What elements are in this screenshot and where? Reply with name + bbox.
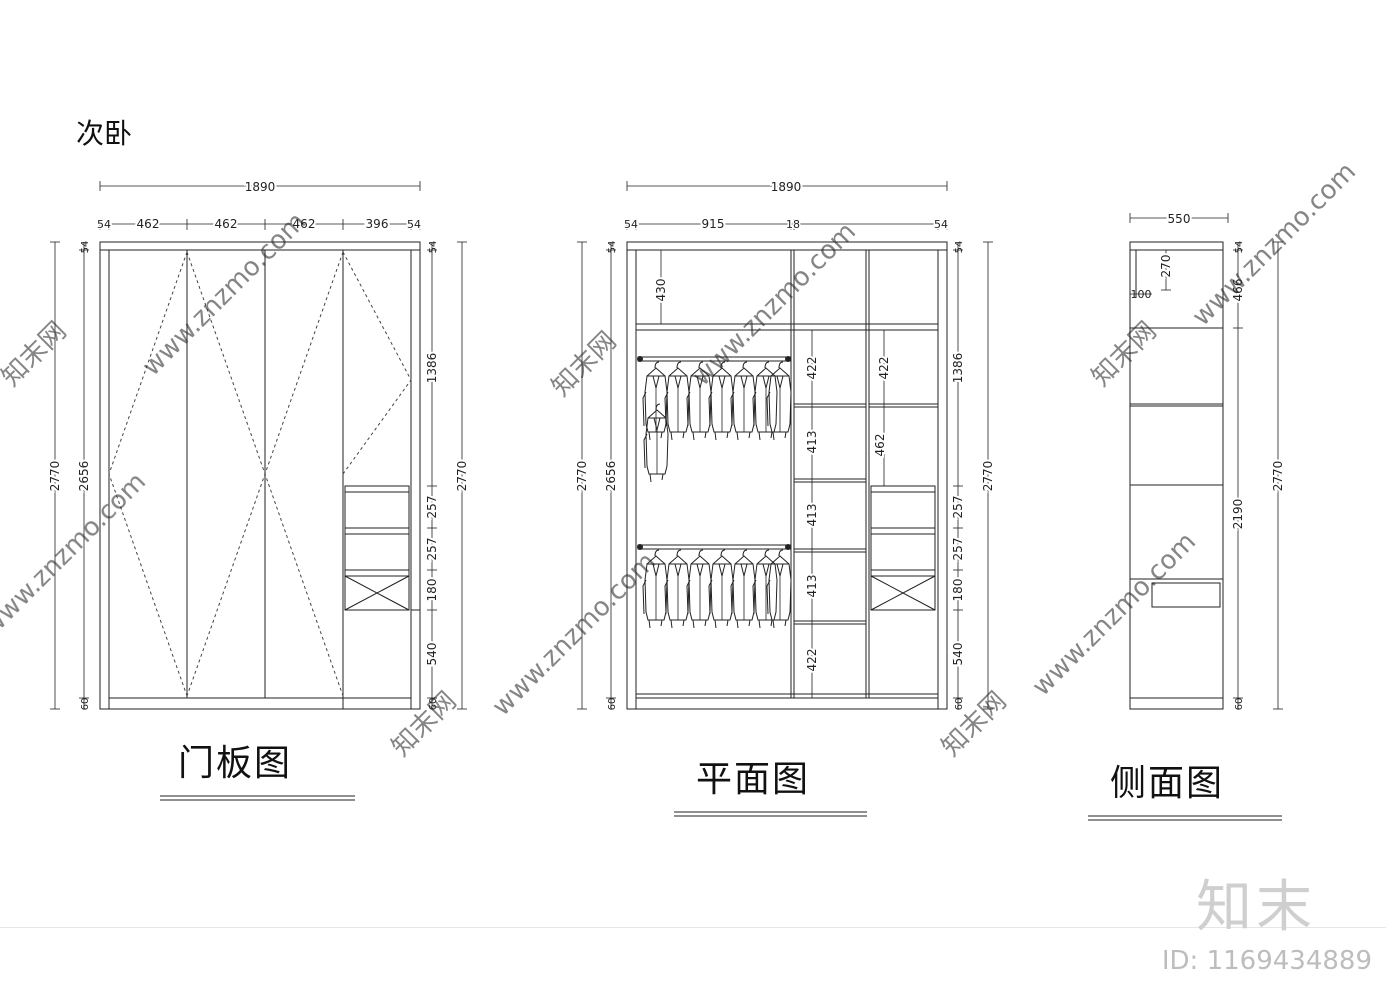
door-overall-width: 1890	[245, 180, 276, 194]
plan-left-bottom: 60	[607, 698, 618, 711]
watermark-cn-1: 知末网	[0, 316, 73, 392]
watermark-cn-5: 知末网	[936, 686, 1012, 762]
plan-seg-54-left: 54	[624, 218, 638, 231]
door-right-180: 180	[425, 579, 439, 602]
room-title: 次卧	[76, 117, 133, 150]
side-right-bottom: 60	[1234, 698, 1245, 711]
door-right-1386: 1386	[425, 353, 439, 384]
plan-overall-height-left: 2770	[575, 461, 589, 492]
plan-dimension-lines	[577, 181, 993, 710]
plan-top-430: 430	[654, 279, 668, 302]
brand-logo: 知末	[1196, 875, 1316, 940]
door-left-top: 54	[80, 241, 91, 254]
door-panel-view: 1890 54 462 462 462 396 54 2770 2656 54 …	[46, 178, 471, 801]
door-overall-height-right: 2770	[455, 461, 469, 492]
watermark-site-3: www.znzmo.com	[687, 217, 862, 392]
door-right-bottom: 60	[428, 698, 439, 711]
watermark-site-6: www.znzmo.com	[1027, 527, 1202, 702]
plan-right-180: 180	[951, 579, 965, 602]
plan-right-422: 422	[877, 357, 891, 380]
side-title: 侧面图	[1110, 763, 1225, 804]
watermark-site-2: www.znzmo.com	[0, 467, 152, 642]
plan-inner-height: 2656	[604, 461, 618, 492]
watermark-site-5: www.znzmo.com	[1187, 157, 1362, 332]
footer-divider	[0, 927, 1386, 928]
side-depth: 550	[1168, 212, 1191, 226]
watermark-site-1: www.znzmo.com	[137, 207, 312, 382]
plan-right-top: 54	[954, 241, 965, 254]
door-right-540: 540	[425, 643, 439, 666]
side-frame	[1129, 241, 1224, 710]
door-dimension-labels: 1890 54 462 462 462 396 54 2770 2656 54 …	[46, 178, 471, 711]
side-dimension-labels: 550 270 100 54 466 2190 60 2770	[1131, 210, 1288, 711]
door-seg-2: 462	[215, 217, 238, 231]
hanging-rail-lower	[637, 544, 792, 629]
door-swing-dashes	[108, 251, 412, 697]
watermark-cn-4: 知末网	[1086, 316, 1162, 392]
image-id: ID: 1169434889	[1161, 946, 1372, 976]
side-overall-height: 2770	[1271, 461, 1285, 492]
door-overall-height: 2770	[48, 461, 62, 492]
plan-overall-width: 1890	[771, 180, 802, 194]
plan-right-462: 462	[873, 434, 887, 457]
door-seg-3: 462	[293, 217, 316, 231]
door-left-bottom: 60	[80, 698, 91, 711]
hanging-rail-upper	[637, 356, 792, 483]
door-seg-5: 54	[407, 218, 421, 231]
plan-title: 平面图	[696, 759, 811, 800]
plan-col-413-c: 413	[805, 575, 819, 598]
watermarks: www.znzmo.com 知末网 www.znzmo.com www.znzm…	[0, 157, 1362, 763]
plan-right-540: 540	[951, 643, 965, 666]
door-seg-1: 462	[137, 217, 160, 231]
door-panel-frame	[99, 241, 421, 710]
plan-left-top: 54	[607, 241, 618, 254]
side-title-underline	[1088, 815, 1282, 821]
plan-seg-18: 18	[786, 218, 800, 231]
door-right-257a: 257	[425, 496, 439, 519]
door-seg-0: 54	[97, 218, 111, 231]
door-inner-height: 2656	[77, 461, 91, 492]
plan-right-257b: 257	[951, 538, 965, 561]
plan-overall-height-right: 2770	[981, 461, 995, 492]
plan-seg-915: 915	[702, 217, 725, 231]
side-view: 550 270 100 54 466 2190 60 2770	[1088, 210, 1288, 821]
plan-right-1386: 1386	[951, 353, 965, 384]
side-right-top: 54	[1234, 241, 1245, 254]
side-right-466: 466	[1231, 279, 1245, 302]
plan-dimension-labels: 1890 54 915 18 54 2770 2656 54 60 430 42…	[573, 178, 997, 711]
plan-seg-54-right: 54	[934, 218, 948, 231]
side-top-100: 100	[1131, 288, 1152, 301]
plan-right-257a: 257	[951, 496, 965, 519]
plan-col-422-bottom: 422	[805, 649, 819, 672]
side-right-2190: 2190	[1231, 499, 1245, 530]
plan-title-underline	[674, 811, 867, 817]
plan-col-413-b: 413	[805, 504, 819, 527]
door-dimension-lines	[50, 181, 467, 710]
plan-view: 1890 54 915 18 54 2770 2656 54 60 430 42…	[573, 178, 997, 817]
side-top-270: 270	[1159, 255, 1173, 278]
door-title-underline	[160, 795, 355, 801]
door-right-top: 54	[428, 241, 439, 254]
door-panel-title: 门板图	[178, 743, 293, 784]
door-seg-4: 396	[366, 217, 389, 231]
plan-right-bottom: 60	[954, 698, 965, 711]
plan-col-413-a: 413	[805, 431, 819, 454]
side-dimension-lines	[1129, 213, 1283, 710]
door-right-257b: 257	[425, 538, 439, 561]
plan-col-422-top: 422	[805, 357, 819, 380]
